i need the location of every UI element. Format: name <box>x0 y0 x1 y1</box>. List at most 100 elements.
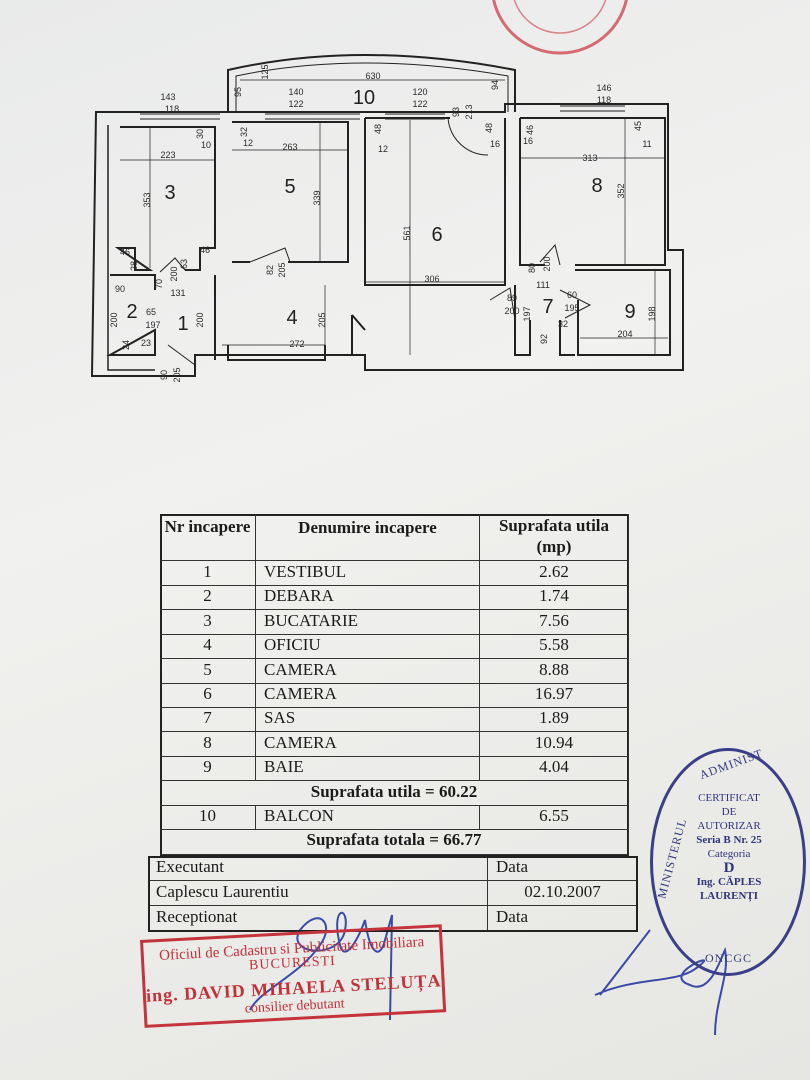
room-number-label: 2 <box>126 301 137 323</box>
stamp-line: D <box>723 860 735 876</box>
dimension-label: 65 <box>146 307 156 317</box>
stamp-ring-top: ADMINIST <box>697 746 765 783</box>
row-area: 2.62 <box>480 561 629 586</box>
stamp-line: LAURENȚI <box>699 890 759 902</box>
row-name: CAMERA <box>256 659 480 684</box>
row-nr: 1 <box>160 561 256 586</box>
dimension-label: 23 <box>141 338 151 348</box>
dimension-label: 143 <box>160 92 175 102</box>
dimension-label: 93 <box>451 107 461 117</box>
dimension-label: 89 <box>507 293 517 303</box>
dimension-label: 313 <box>582 153 597 163</box>
dimension-label: 16 <box>490 139 500 149</box>
dimension-label: 200 <box>504 306 519 316</box>
row-name: BALCON <box>256 805 480 830</box>
dimension-label: 46 <box>120 247 130 257</box>
dimension-label: 60 <box>567 290 577 300</box>
row-area: 7.56 <box>480 610 629 635</box>
stamp-line: AUTORIZAR <box>697 820 761 832</box>
stamp-ring-bottom: ONCGC <box>705 951 753 965</box>
row-nr: 5 <box>160 659 256 684</box>
dimension-label: 80 <box>527 263 537 273</box>
stamp-line: Categoria <box>707 848 751 860</box>
row-area: 10.94 <box>480 732 629 757</box>
dimension-label: 28 <box>129 261 139 271</box>
row-name: CAMERA <box>256 683 480 708</box>
red-stamp-top-inner <box>513 0 607 34</box>
dimension-label: 30 <box>195 129 205 139</box>
dimension-label: 223 <box>160 150 175 160</box>
row-name: VESTIBUL <box>256 561 480 586</box>
dimension-label: 200 <box>169 266 179 281</box>
signature-table <box>148 856 638 932</box>
dimension-label: 120 <box>412 87 427 97</box>
dimension-label: 32 <box>239 127 249 137</box>
dimension-label: 353 <box>142 192 152 207</box>
room-number-label: 9 <box>624 301 635 323</box>
row-nr: 6 <box>160 683 256 708</box>
dimension-label: 46 <box>525 125 535 135</box>
room-number-label: 6 <box>431 224 442 246</box>
row-name: SAS <box>256 707 480 732</box>
dimension-label: 118 <box>597 95 611 105</box>
subtotal-row: Suprafata utila = 60.22 <box>160 781 629 806</box>
row-nr: 10 <box>160 805 256 830</box>
row-nr: 4 <box>160 634 256 659</box>
dimension-label: 24 <box>121 340 131 350</box>
red-rectangular-stamp: Oficiul de Cadastru si Publicitate Imobi… <box>140 924 447 1028</box>
row-name: CAMERA <box>256 732 480 757</box>
dimension-label: 111 <box>536 280 550 290</box>
row-area: 16.97 <box>480 683 629 708</box>
dimension-label: 12 <box>378 144 388 154</box>
dimension-label: 92 <box>539 334 549 344</box>
row-nr: 8 <box>160 732 256 757</box>
dimension-label: 195 <box>564 303 579 313</box>
dimension-label: 561 <box>402 225 412 240</box>
stamp-line: Seria B Nr. 25 <box>696 834 762 846</box>
dimension-label: 352 <box>616 183 626 198</box>
dimension-label: 200 <box>109 312 119 327</box>
dimension-label: 630 <box>365 71 380 81</box>
dimension-label: 198 <box>647 306 657 321</box>
dimension-label: 339 <box>312 190 322 205</box>
dimension-label: 48 <box>484 123 494 133</box>
dimension-label: 48 <box>373 124 383 134</box>
room-number-label: 1 <box>177 313 188 335</box>
dimension-label: 122 <box>288 99 303 109</box>
dimension-label: 118 <box>165 104 179 114</box>
dimension-label: 272 <box>289 339 304 349</box>
row-name: BUCATARIE <box>256 610 480 635</box>
room-number-label: 5 <box>284 176 295 198</box>
header-nr: Nr incapere <box>160 514 256 561</box>
dimension-label: 213 <box>464 104 474 119</box>
room-number-label: 3 <box>164 182 175 204</box>
dimension-label: 263 <box>282 142 297 152</box>
dimension-label: 94 <box>490 80 500 90</box>
red-stamp-top <box>492 0 628 55</box>
dimension-label: 205 <box>277 262 287 277</box>
row-area: 1.74 <box>480 585 629 610</box>
dimension-label: 45 <box>633 121 643 131</box>
row-area: 6.55 <box>480 805 629 830</box>
header-name: Denumire incapere <box>256 514 480 561</box>
dimension-label: 90 <box>159 370 169 380</box>
blue-round-stamp: ADMINIST MINISTERUL ONCGC CERTIFICAT DE … <box>650 746 806 976</box>
executant-name: Caplescu Laurentiu <box>148 881 488 906</box>
dimension-label: 122 <box>412 99 427 109</box>
row-name: OFICIU <box>256 634 480 659</box>
dimension-label: 82 <box>265 265 275 275</box>
dimension-label: 46 <box>200 245 210 255</box>
row-area: 5.58 <box>480 634 629 659</box>
row-nr: 7 <box>160 707 256 732</box>
dimension-label: 125 <box>260 64 270 79</box>
dimension-label: 12 <box>243 138 253 148</box>
room-number-label: 10 <box>353 87 375 109</box>
dimension-label: 204 <box>617 329 632 339</box>
dimension-label: 32 <box>558 319 568 329</box>
dimension-label: 306 <box>424 274 439 284</box>
row-area: 8.88 <box>480 659 629 684</box>
row-name: DEBARA <box>256 585 480 610</box>
dimension-label: 200 <box>542 256 552 271</box>
dimension-label: 16 <box>523 136 533 146</box>
row-name: BAIE <box>256 756 480 781</box>
